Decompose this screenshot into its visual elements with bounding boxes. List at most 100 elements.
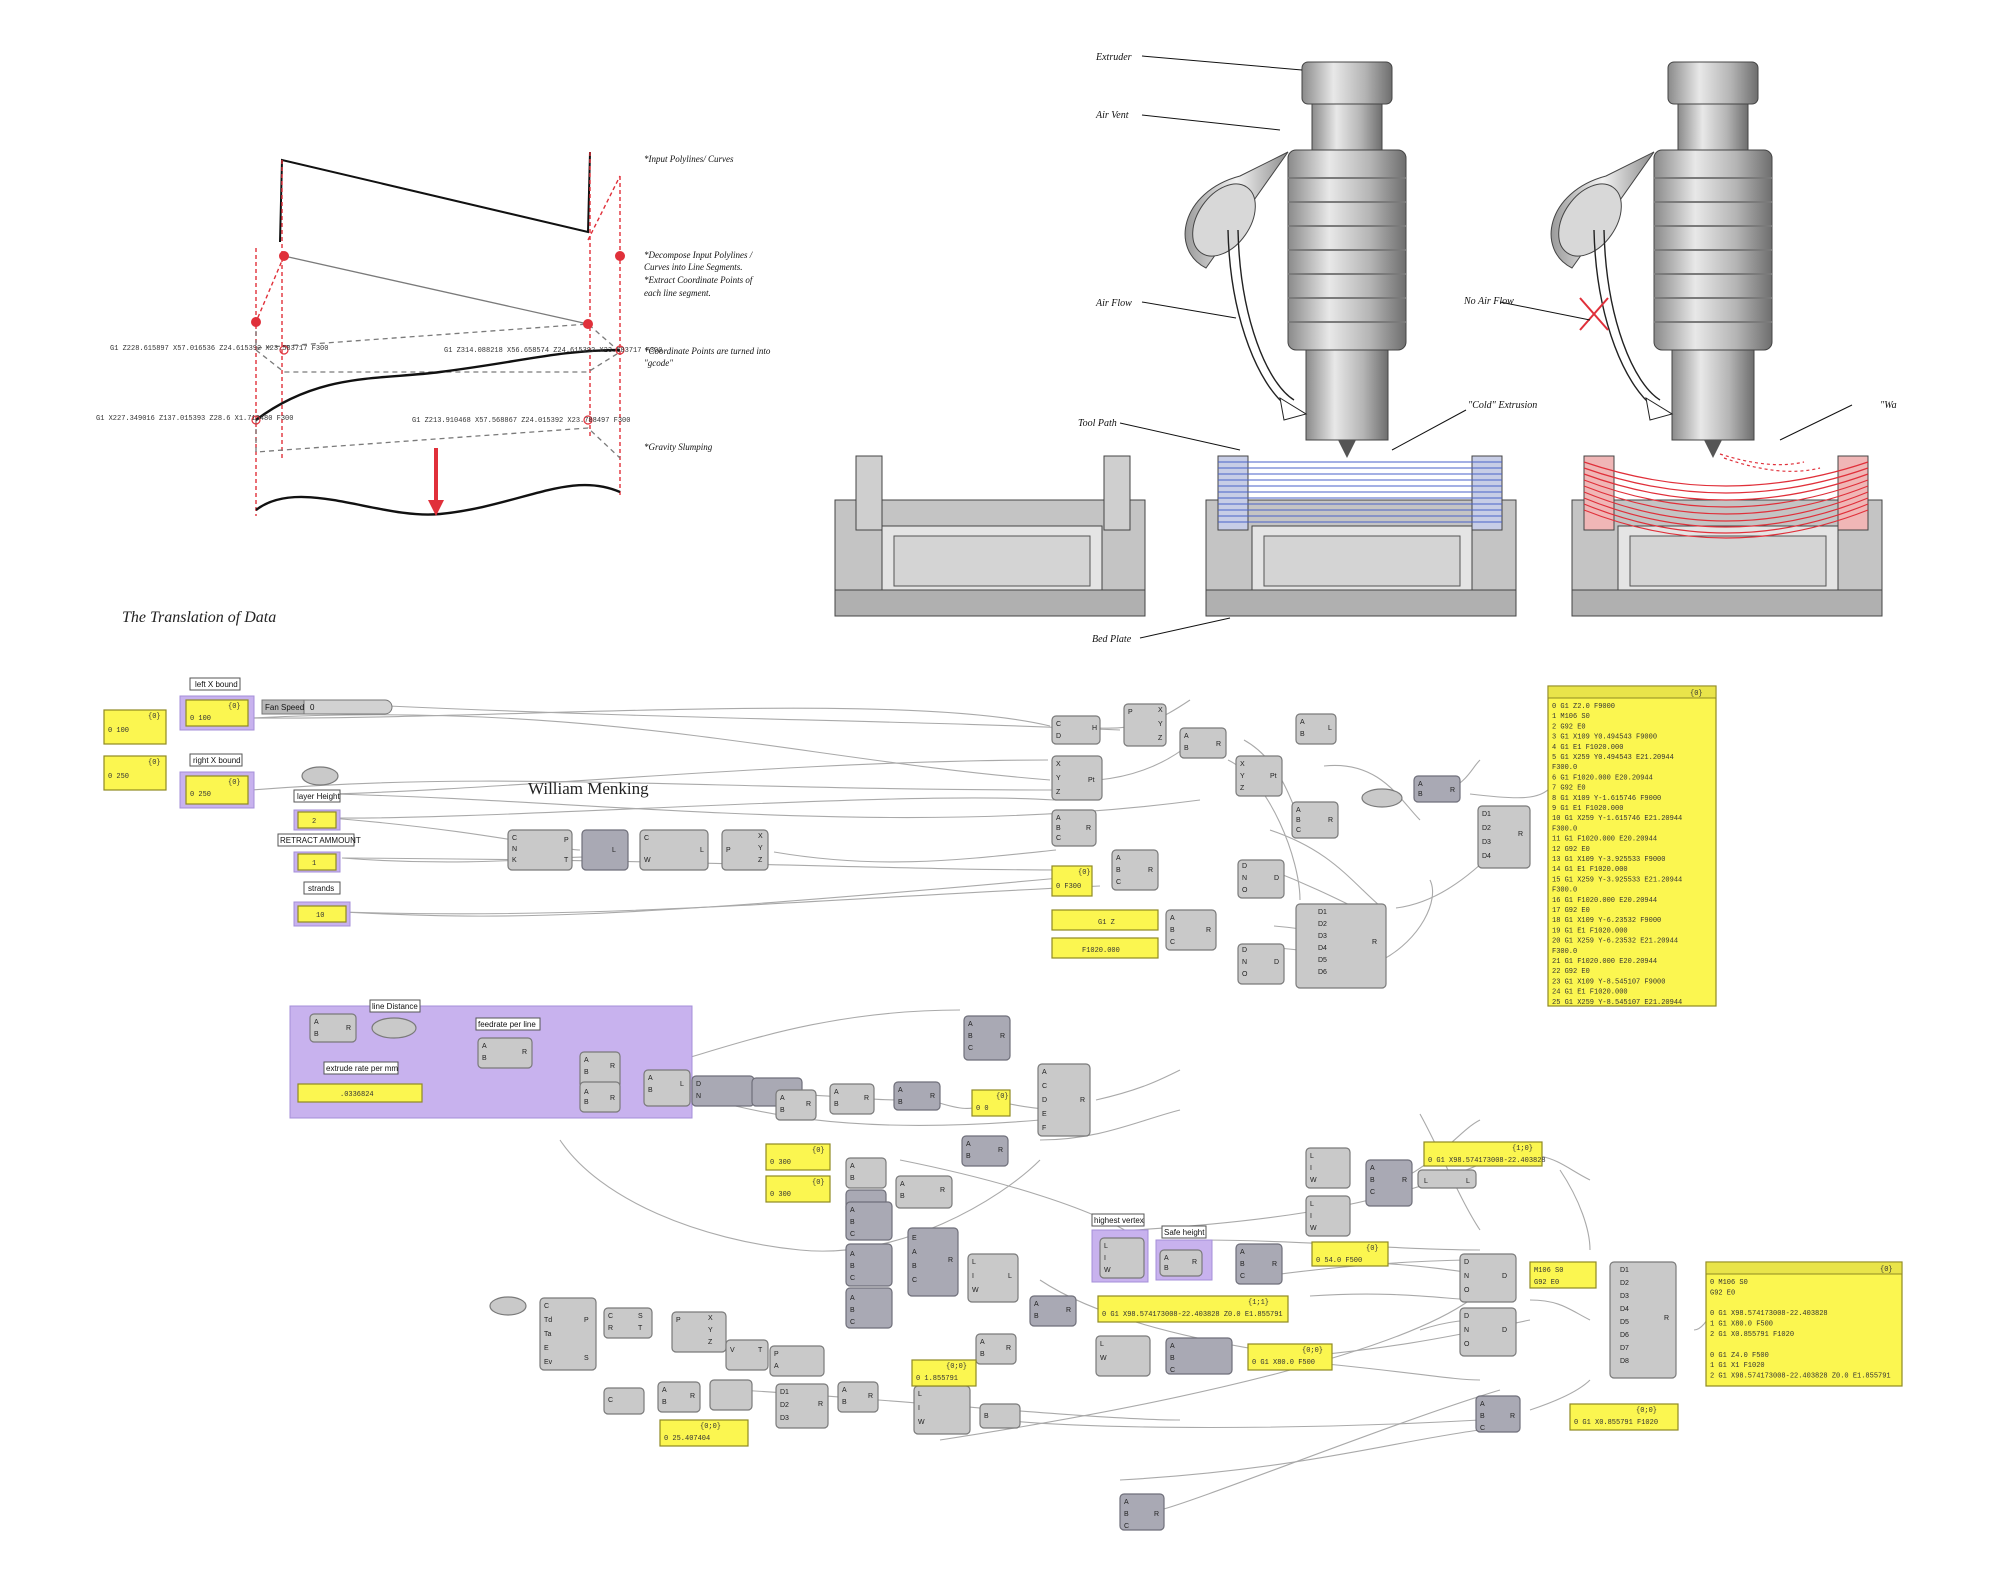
label-no-air-flow: No Air Flow	[1463, 296, 1514, 307]
svg-text:A: A	[900, 1181, 905, 1188]
svg-text:{1;1}: {1;1}	[1248, 1299, 1269, 1307]
svg-text:T: T	[638, 1325, 643, 1332]
svg-text:{0}: {0}	[148, 759, 161, 767]
svg-text:A: A	[584, 1089, 589, 1096]
svg-text:D: D	[1274, 875, 1279, 882]
svg-text:M106 S0: M106 S0	[1534, 1267, 1563, 1275]
gcode-output-panel-2[interactable]: {0} 0 M106 S0 G92 E00 G1 X98.574173008-2…	[1706, 1262, 1902, 1386]
svg-text:B: B	[842, 1399, 847, 1406]
svg-text:{0;0}: {0;0}	[946, 1363, 967, 1371]
svg-text:A: A	[584, 1057, 589, 1064]
svg-text:Y: Y	[708, 1327, 713, 1334]
svg-text:A: A	[1296, 807, 1301, 814]
gcode-line: 21 G1 F1020.000 E20.20944	[1552, 958, 1657, 966]
svg-text:R: R	[948, 1257, 953, 1264]
svg-text:A: A	[662, 1387, 667, 1394]
svg-text:L: L	[612, 847, 616, 854]
gcode-line: 9 G1 E1 F1020.000	[1552, 805, 1623, 813]
svg-text:D1: D1	[1620, 1267, 1629, 1274]
svg-text:{0}: {0}	[228, 703, 241, 711]
svg-text:F1020.000: F1020.000	[1082, 947, 1120, 955]
gcode-line: 0 G1 Z4.0 F500	[1710, 1352, 1769, 1360]
svg-text:W: W	[644, 857, 651, 864]
svg-text:D1: D1	[1318, 909, 1327, 916]
gcode-panel-2-header: {0}	[1880, 1266, 1893, 1274]
svg-text:D6: D6	[1620, 1332, 1629, 1339]
gcode-snippet: G1 X227.349016 Z137.015393 Z28.6 X1.7134…	[96, 415, 293, 423]
svg-text:A: A	[648, 1075, 653, 1082]
svg-text:R: R	[1006, 1345, 1011, 1352]
svg-text:B: B	[482, 1055, 487, 1062]
svg-text:A: A	[850, 1251, 855, 1258]
author-name: William Menking	[528, 779, 649, 798]
svg-text:C: C	[1370, 1189, 1375, 1196]
svg-text:A: A	[1124, 1499, 1129, 1506]
gcode-line: 4 G1 E1 F1020.000	[1552, 744, 1623, 752]
panel-layer-height[interactable]	[298, 812, 336, 828]
svg-text:C: C	[850, 1275, 855, 1282]
bed-plate-1	[835, 456, 1145, 616]
gcode-line: 1 G1 X1 F1020	[1710, 1362, 1765, 1370]
svg-text:D: D	[1042, 1097, 1047, 1104]
svg-text:R: R	[690, 1393, 695, 1400]
svg-text:S: S	[584, 1355, 589, 1362]
gcode-line: 12 G92 E0	[1552, 846, 1590, 854]
svg-text:R: R	[1272, 1261, 1277, 1268]
svg-text:B: B	[1164, 1265, 1169, 1272]
gcode-line: 8 G1 X109 Y-1.615746 F9000	[1552, 795, 1661, 803]
svg-text:C: C	[850, 1319, 855, 1326]
svg-text:A: A	[898, 1087, 903, 1094]
gcode-line: 1 M106 S0	[1552, 713, 1590, 721]
svg-text:P: P	[774, 1351, 779, 1358]
label-warm: "Wa	[1880, 400, 1897, 411]
svg-text:C: C	[1480, 1425, 1485, 1432]
svg-text:W: W	[1310, 1177, 1317, 1184]
svg-text:C: C	[850, 1231, 855, 1238]
svg-text:N: N	[1242, 959, 1247, 966]
svg-text:R: R	[1206, 927, 1211, 934]
tag-extrude-rate: extrude rate per mm	[326, 1064, 398, 1073]
slider-label: Fan Speed	[265, 703, 304, 712]
svg-text:{0}: {0}	[1366, 1245, 1379, 1253]
gcode-line: 20 G1 X259 Y-6.23532 E21.20944	[1552, 938, 1678, 946]
svg-text:{0}: {0}	[812, 1179, 825, 1187]
svg-text:D: D	[1242, 947, 1247, 954]
svg-text:Y: Y	[1240, 773, 1245, 780]
svg-text:I: I	[972, 1273, 974, 1280]
svg-text:0 100: 0 100	[108, 727, 129, 735]
svg-text:C: C	[1056, 721, 1061, 728]
gcode-line: 0 G1 X98.574173008-22.403828	[1710, 1310, 1828, 1318]
svg-text:C: C	[1056, 835, 1061, 842]
svg-text:L: L	[1424, 1178, 1428, 1185]
svg-text:D: D	[1242, 863, 1247, 870]
svg-text:C: C	[1170, 1367, 1175, 1374]
svg-text:X: X	[1158, 707, 1163, 714]
svg-text:A: A	[850, 1163, 855, 1170]
svg-text:B: B	[850, 1307, 855, 1314]
svg-text:B: B	[834, 1101, 839, 1108]
svg-text:A: A	[1300, 719, 1305, 726]
svg-text:A: A	[842, 1387, 847, 1394]
svg-text:B: B	[898, 1099, 903, 1106]
fan-speed-slider[interactable]: Fan Speed 0	[262, 700, 392, 714]
svg-text:A: A	[912, 1249, 917, 1256]
svg-text:K: K	[512, 857, 517, 864]
svg-text:C: C	[544, 1303, 549, 1310]
svg-text:B: B	[1418, 791, 1423, 798]
svg-text:G92 E0: G92 E0	[1534, 1279, 1559, 1287]
svg-text:A: A	[1116, 855, 1121, 862]
gcode-output-panel[interactable]: {0} 0 G1 Z2.0 F90001 M106 S02 G92 E03 G1…	[1548, 686, 1716, 1007]
panel-retract[interactable]	[298, 854, 336, 870]
svg-text:R: R	[1664, 1315, 1669, 1322]
svg-text:P: P	[1128, 709, 1133, 716]
svg-text:Z: Z	[1056, 789, 1061, 796]
svg-text:L: L	[1310, 1201, 1314, 1208]
gcode-line: 2 G1 X0.855791 F1020	[1710, 1331, 1794, 1339]
svg-text:A: A	[850, 1295, 855, 1302]
svg-text:Z: Z	[1158, 735, 1163, 742]
svg-text:Td: Td	[544, 1317, 552, 1324]
label-tool-path: Tool Path	[1078, 418, 1117, 429]
svg-text:D: D	[1056, 733, 1061, 740]
svg-text:L: L	[1466, 1178, 1470, 1185]
